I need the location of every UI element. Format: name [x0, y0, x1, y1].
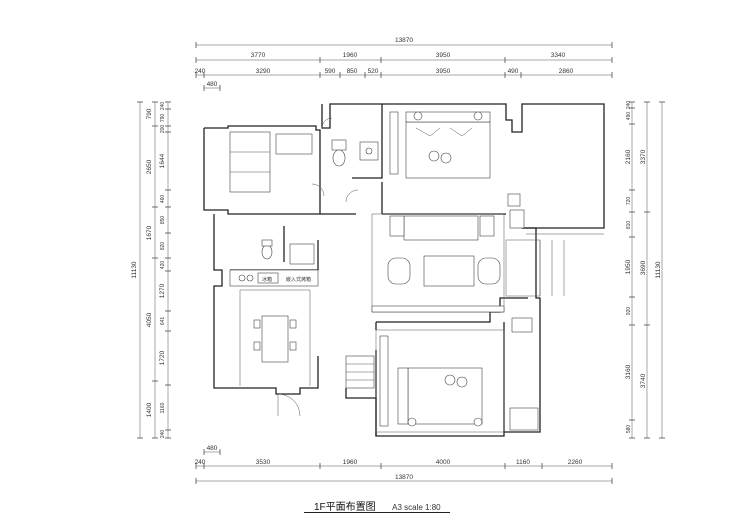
top-dim-1: 3770 — [251, 52, 266, 59]
desk — [275, 133, 313, 155]
coffee-table — [423, 255, 475, 287]
top-total-dim: 13870 — [395, 37, 413, 44]
tv-cabinet — [371, 305, 505, 313]
top-dim-r2-7: 490 — [508, 68, 519, 75]
bottom-dim-5: 1160 — [516, 459, 530, 466]
top-dimensions: 13870 3770 1960 3950 3340 240 3290 590 — [195, 37, 613, 91]
left-inner-12: 1160 — [160, 402, 166, 413]
left-dim-1: 790 — [146, 108, 153, 119]
top-dim-4: 3340 — [551, 52, 566, 59]
right-inner-5: 810 — [626, 221, 632, 230]
bathtub — [509, 407, 539, 431]
left-inner-4: 1644 — [159, 153, 166, 168]
sink — [257, 272, 279, 284]
drawing-title: 1F平面布置图 — [314, 502, 376, 513]
right-inner-7: 920 — [626, 307, 632, 316]
bottom-dim-3: 1960 — [343, 459, 358, 466]
bottom-dim-2: 3530 — [256, 459, 271, 466]
wardrobe-bottom — [379, 335, 389, 427]
top-dim-r2-4: 850 — [347, 68, 358, 75]
bottom-dim-r1-1: 480 — [207, 445, 218, 452]
top-dim-2: 1960 — [343, 52, 358, 59]
left-dim-5: 1400 — [146, 402, 153, 417]
right-dimensions: 240 490 2160 720 810 1950 920 3160 580 3… — [625, 101, 665, 439]
bottom-dimensions: 480 240 3530 1960 4000 1160 2260 13870 — [195, 445, 613, 484]
armchair-left — [387, 257, 411, 285]
oven-label: 嵌入式烤箱 — [286, 276, 311, 283]
left-inner-13: 240 — [160, 430, 166, 439]
furniture: 冰箱 嵌入式烤箱 — [229, 111, 539, 431]
chair-4 — [456, 376, 468, 388]
right-dim-3: 3740 — [640, 373, 647, 388]
right-inner-6: 1950 — [625, 259, 632, 274]
shower — [289, 243, 315, 265]
kitchen-tag: 冰箱 — [262, 276, 272, 283]
top-dim-r2-6: 3950 — [436, 68, 451, 75]
armchair-right — [477, 257, 501, 285]
left-inner-1: 240 — [160, 102, 166, 111]
dining-table — [261, 315, 289, 363]
bottom-dim-1: 240 — [195, 459, 206, 466]
drawing-title-block: 1F平面布置图 A3 scale 1:80 — [314, 497, 441, 515]
left-dim-2: 2650 — [146, 159, 153, 174]
bed-bottom — [407, 367, 483, 425]
top-dim-r2-8: 2860 — [559, 68, 574, 75]
right-inner-9: 580 — [626, 425, 632, 434]
left-inner-5: 460 — [160, 195, 166, 204]
right-dim-2: 3690 — [640, 260, 647, 275]
bed-top — [405, 121, 491, 179]
left-inner-7: 820 — [160, 242, 166, 251]
left-inner-3: 200 — [160, 125, 166, 134]
left-inner-11: 1720 — [159, 350, 166, 365]
right-inner-8: 3160 — [625, 364, 632, 379]
top-dim-r2-2: 3290 — [256, 68, 271, 75]
right-inner-4: 720 — [626, 197, 632, 206]
chair-2 — [440, 152, 452, 164]
title-underline — [304, 512, 450, 513]
chair-1 — [428, 150, 440, 162]
top-dim-3: 3950 — [436, 52, 451, 59]
top-dim-r2-5: 520 — [368, 68, 379, 75]
washer — [509, 209, 525, 229]
top-dim-r2-1: 240 — [195, 68, 206, 75]
entry-door-swing — [277, 393, 301, 417]
left-inner-10: 641 — [160, 317, 166, 326]
bottom-dim-4: 4000 — [436, 459, 451, 466]
wardrobe — [229, 131, 271, 193]
toilet-2 — [261, 244, 273, 260]
right-inner-1: 240 — [626, 101, 632, 110]
left-inner-9: 1270 — [159, 283, 166, 298]
left-total-dim: 11130 — [131, 261, 138, 278]
sofa — [403, 215, 479, 241]
left-inner-8: 420 — [160, 261, 166, 270]
wardrobe-master — [389, 111, 399, 175]
left-dim-3: 1670 — [146, 225, 153, 240]
left-dimensions: 11130 790 2650 1670 4050 1400 — [131, 102, 171, 439]
top-dim-r2-3: 590 — [325, 68, 336, 75]
right-total-dim: 11130 — [655, 261, 662, 278]
right-dim-1: 3370 — [640, 149, 647, 164]
right-inner-2: 490 — [626, 112, 632, 121]
toilet — [332, 149, 346, 167]
top-dim-r3-1: 480 — [207, 81, 218, 88]
bottom-dim-6: 2260 — [568, 459, 583, 466]
bottom-total-dim: 13870 — [395, 474, 413, 481]
drawing-scale: A3 scale 1:80 — [392, 503, 441, 512]
left-inner-6: 850 — [160, 216, 166, 225]
left-dim-4: 4050 — [146, 312, 153, 327]
right-inner-3: 2160 — [625, 149, 632, 164]
vanity — [511, 317, 533, 333]
chair-3 — [444, 374, 456, 386]
left-inner-2: 790 — [160, 114, 166, 123]
